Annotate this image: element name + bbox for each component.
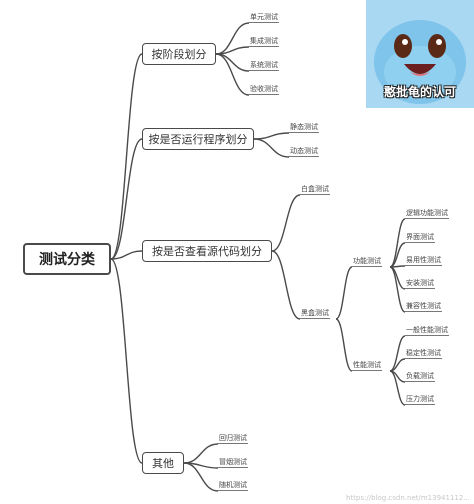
branch-by-execution: 按是否运行程序划分 — [142, 128, 254, 150]
connector-source-whitebox — [271, 194, 301, 252]
connector-source-blackbox — [271, 250, 301, 320]
node-functional-test: 功能测试 — [352, 257, 382, 267]
connector-root-execution — [110, 138, 143, 260]
root-node: 测试分类 — [23, 243, 111, 275]
leaf-general-performance-test: 一般性能测试 — [405, 326, 449, 336]
watermark: https://blog.csdn.net/m13941112... — [345, 494, 470, 502]
leaf-stability-test: 稳定性测试 — [405, 349, 442, 359]
connector-functional-leaf — [389, 266, 406, 313]
node-performance-test: 性能测试 — [352, 361, 382, 371]
squirtle-face-icon — [366, 0, 474, 108]
leaf-system-test: 系统测试 — [249, 61, 279, 71]
connector-root-source — [110, 250, 143, 260]
leaf-stress-test: 压力测试 — [405, 395, 435, 405]
leaf-ui-test: 界面测试 — [405, 233, 435, 243]
connector-blackbox-performance — [335, 318, 353, 372]
connector-stage-leaf — [215, 22, 250, 55]
leaf-usability-test: 易用性测试 — [405, 256, 442, 266]
leaf-logic-function-test: 逻辑功能测试 — [405, 209, 449, 219]
leaf-compatibility-test: 兼容性测试 — [405, 302, 442, 312]
leaf-smoke-test: 冒烟测试 — [218, 458, 248, 468]
branch-other: 其他 — [142, 452, 184, 474]
connector-stage-leaf — [215, 53, 250, 72]
connector-execution-leaf — [253, 132, 290, 140]
connector-root-other — [110, 258, 143, 464]
leaf-integration-test: 集成测试 — [249, 37, 279, 47]
connector-performance-leaf — [389, 370, 406, 406]
leaf-regression-test: 回归测试 — [218, 434, 248, 444]
leaf-random-test: 随机测试 — [218, 481, 248, 491]
branch-by-stage: 按阶段划分 — [142, 43, 216, 65]
node-black-box-test: 黑盒测试 — [300, 309, 330, 319]
connector-root-stage — [110, 53, 143, 260]
sticker-caption: 憨批龟的认可 — [383, 85, 456, 99]
leaf-static-test: 静态测试 — [289, 123, 319, 133]
branch-by-source-code: 按是否查看源代码划分 — [142, 240, 272, 262]
connector-other-leaf — [183, 462, 219, 492]
leaf-acceptance-test: 验收测试 — [249, 85, 279, 95]
connector-blackbox-functional — [335, 266, 353, 320]
leaf-white-box-test: 白盒测试 — [300, 185, 330, 195]
leaf-unit-test: 单元测试 — [249, 13, 279, 23]
squirtle-sticker-icon: 憨批龟的认可 — [366, 0, 474, 108]
leaf-installation-test: 安装测试 — [405, 279, 435, 289]
leaf-load-test: 负载测试 — [405, 372, 435, 382]
connector-execution-leaf — [253, 138, 290, 158]
connector-other-leaf — [183, 443, 219, 464]
leaf-dynamic-test: 动态测试 — [289, 147, 319, 157]
connector-stage-leaf — [215, 53, 250, 96]
